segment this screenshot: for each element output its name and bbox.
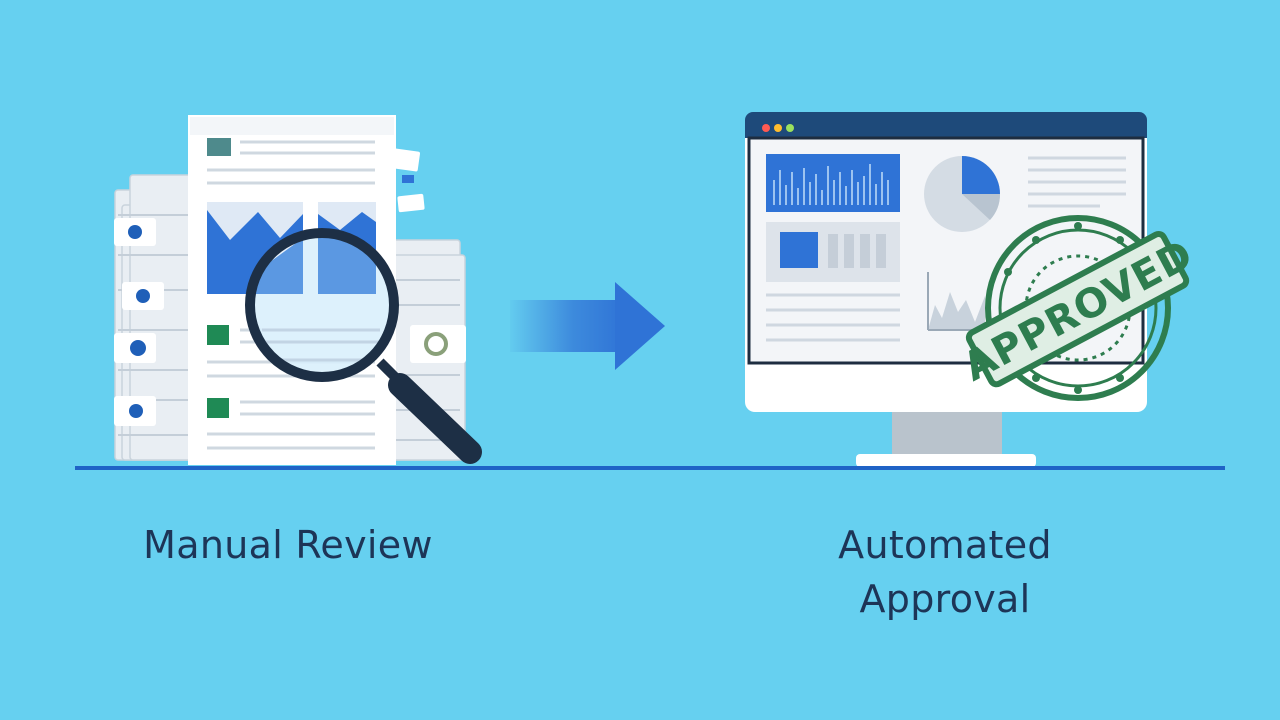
manual-review-text: Manual Review xyxy=(143,523,433,567)
magnifying-glass-icon xyxy=(245,228,482,464)
arrow-right-icon xyxy=(510,282,665,370)
automated-text: Automated xyxy=(838,523,1052,567)
automated-approval-label: Automated Approval xyxy=(745,518,1145,626)
approval-text: Approval xyxy=(859,577,1031,621)
manual-review-label: Manual Review xyxy=(88,518,488,572)
